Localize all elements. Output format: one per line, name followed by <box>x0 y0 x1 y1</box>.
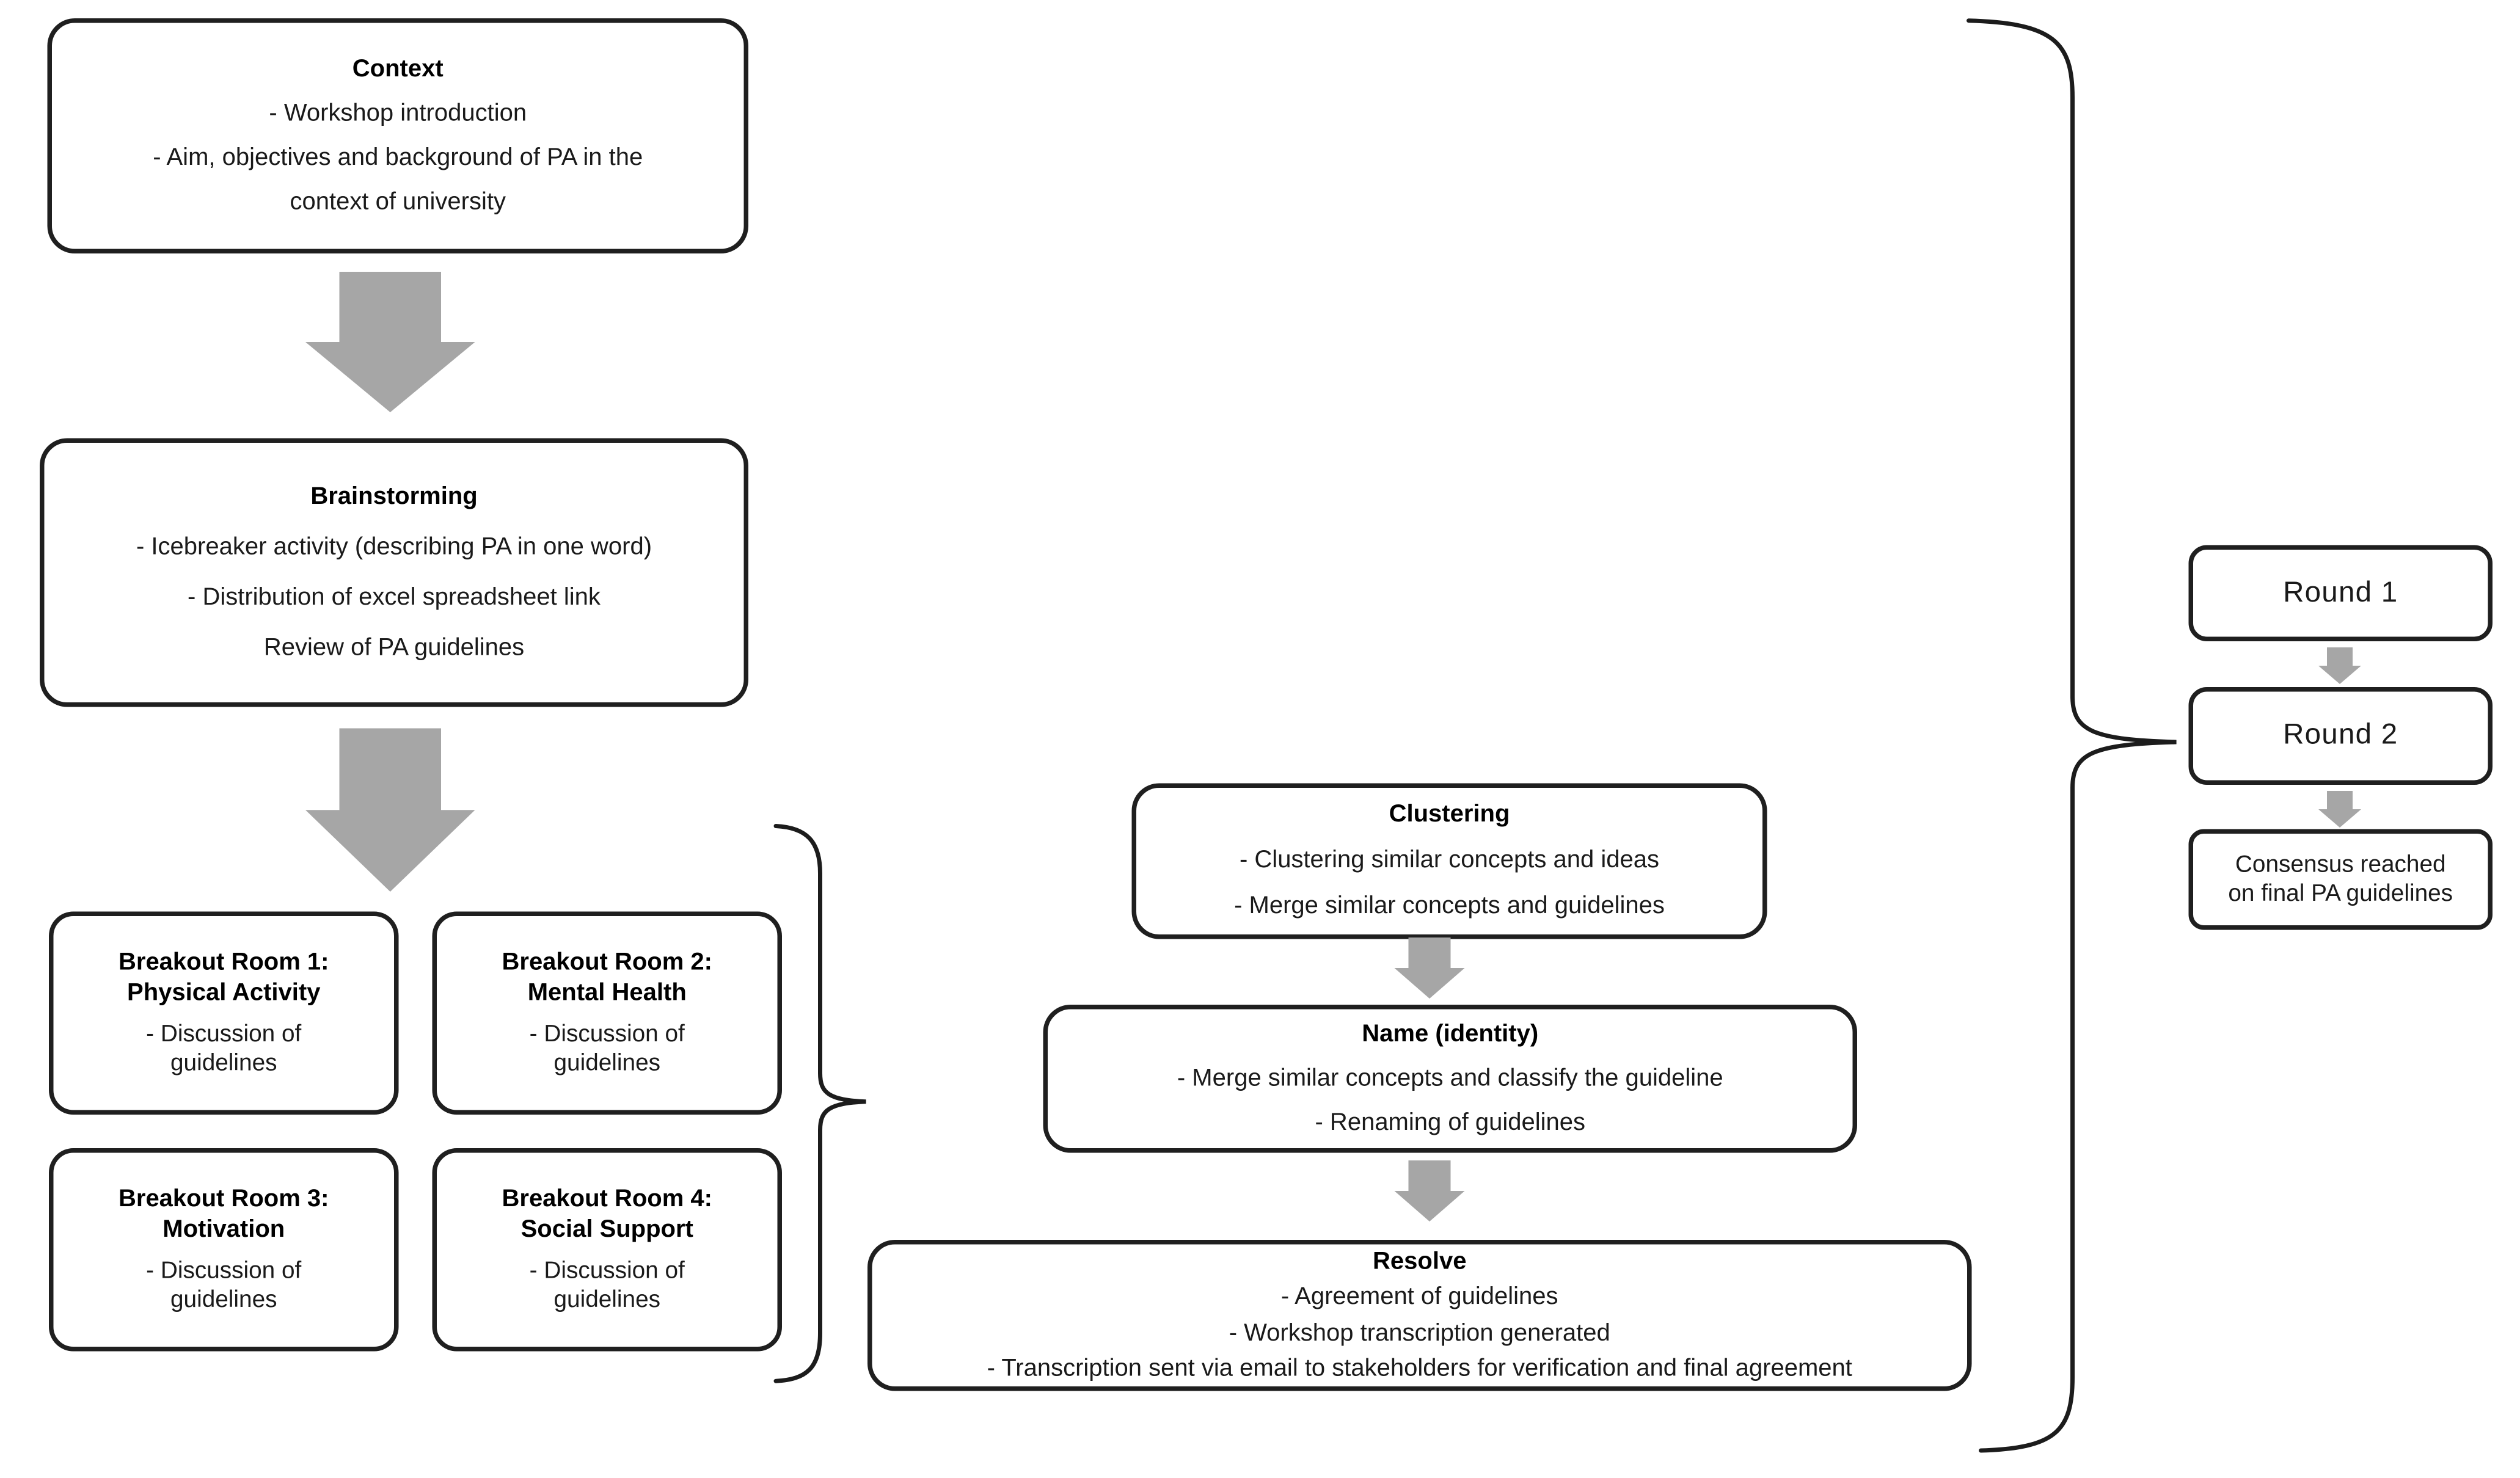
breakout-room-3-body: guidelines <box>170 1287 277 1314</box>
round-1-box: Round 1 <box>2188 545 2493 641</box>
clustering-box-line: - Clustering similar concepts and ideas <box>1239 847 1659 874</box>
resolve-box-line: - Transcription sent via email to stakeh… <box>987 1356 1852 1382</box>
consensus-box-line: Consensus reached <box>2235 852 2446 878</box>
round1-group-curly-brace <box>1967 18 2177 1453</box>
breakout-room-4-title: Social Support <box>520 1216 693 1242</box>
breakout-room-2-title: Mental Health <box>527 979 687 1006</box>
resolve-box-title: Resolve <box>1373 1248 1467 1275</box>
breakout-room-4-body: guidelines <box>553 1287 661 1314</box>
round-2-box: Round 2 <box>2188 687 2493 785</box>
brainstorming-box-line: - Icebreaker activity (describing PA in … <box>136 534 652 561</box>
name-identity-box-title: Name (identity) <box>1362 1021 1539 1048</box>
breakout-room-2-body: guidelines <box>553 1050 661 1077</box>
breakout-group-curly-brace <box>773 824 866 1383</box>
breakout-room-2-box: Breakout Room 2: Mental Health - Discuss… <box>432 911 782 1115</box>
breakout-room-4-title: Breakout Room 4: <box>502 1185 712 1212</box>
breakout-room-4-body: - Discussion of <box>529 1257 685 1284</box>
brainstorming-box-line: - Distribution of excel spreadsheet link <box>188 584 601 611</box>
name-identity-box: Name (identity) - Merge similar concepts… <box>1043 1005 1857 1153</box>
consensus-box-line: on final PA guidelines <box>2228 881 2453 908</box>
resolve-box-line: - Workshop transcription generated <box>1229 1320 1610 1346</box>
clustering-box: Clustering - Clustering similar concepts… <box>1131 783 1767 939</box>
breakout-room-1-body: guidelines <box>170 1050 277 1077</box>
clustering-box-line: - Merge similar concepts and guidelines <box>1234 893 1665 920</box>
name-identity-box-line: - Merge similar concepts and classify th… <box>1177 1066 1723 1092</box>
breakout-room-2-title: Breakout Room 2: <box>502 948 712 975</box>
context-box-line: context of university <box>290 189 506 216</box>
resolve-box: Resolve - Agreement of guidelines - Work… <box>867 1240 1972 1391</box>
resolve-box-line: - Agreement of guidelines <box>1280 1284 1558 1311</box>
breakout-room-3-box: Breakout Room 3: Motivation - Discussion… <box>49 1148 399 1352</box>
breakout-room-3-title: Motivation <box>163 1216 285 1242</box>
breakout-room-1-title: Breakout Room 1: <box>118 948 329 975</box>
context-box: Context - Workshop introduction - Aim, o… <box>47 18 748 253</box>
breakout-room-1-box: Breakout Room 1: Physical Activity - Dis… <box>49 911 399 1115</box>
breakout-room-1-title: Physical Activity <box>127 979 321 1006</box>
round-1-label: Round 1 <box>2283 576 2398 609</box>
context-box-line: - Workshop introduction <box>269 101 527 127</box>
breakout-room-1-body: - Discussion of <box>146 1021 302 1047</box>
clustering-box-title: Clustering <box>1389 801 1510 828</box>
breakout-room-2-body: - Discussion of <box>529 1021 685 1047</box>
round-2-label: Round 2 <box>2283 719 2398 752</box>
breakout-room-3-title: Breakout Room 3: <box>118 1185 329 1212</box>
brainstorming-box-title: Brainstorming <box>310 484 478 511</box>
consensus-box: Consensus reached on final PA guidelines <box>2188 829 2493 930</box>
context-box-title: Context <box>352 56 444 83</box>
name-identity-box-line: - Renaming of guidelines <box>1315 1110 1586 1137</box>
breakout-room-4-box: Breakout Room 4: Social Support - Discus… <box>432 1148 782 1352</box>
brainstorming-box-line: Review of PA guidelines <box>263 635 525 661</box>
context-box-line: - Aim, objectives and background of PA i… <box>153 145 643 172</box>
brainstorming-box: Brainstorming - Icebreaker activity (des… <box>40 438 748 707</box>
breakout-room-3-body: - Discussion of <box>146 1257 302 1284</box>
